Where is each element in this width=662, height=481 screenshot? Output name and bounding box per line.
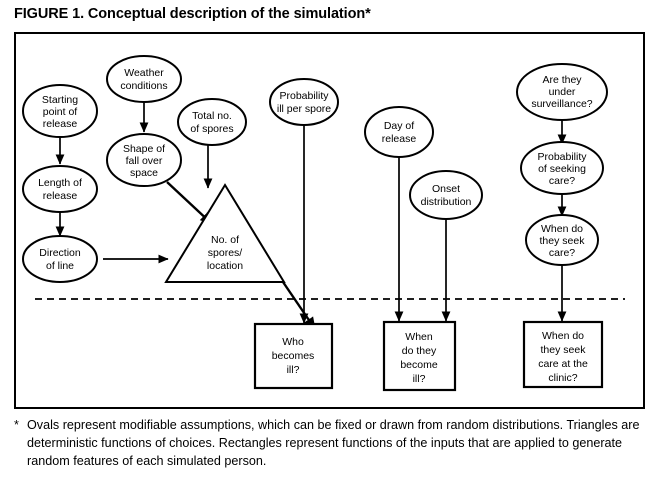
node-label-line3: location bbox=[207, 260, 243, 272]
node-label-line2: ill per spore bbox=[277, 103, 331, 115]
node-label-line2: release bbox=[43, 190, 78, 202]
node-when-do-they-become-ill[interactable]: When do they become ill? bbox=[382, 320, 457, 392]
diagram-frame: Starting point of release Length of rele… bbox=[14, 32, 645, 409]
node-label-line2: conditions bbox=[120, 80, 167, 92]
node-starting-point-of-release[interactable]: Starting point of release bbox=[22, 84, 98, 138]
node-label-line3: care? bbox=[549, 175, 575, 187]
node-total-no-of-spores[interactable]: Total no. of spores bbox=[177, 98, 247, 146]
node-length-of-release[interactable]: Length of release bbox=[22, 165, 98, 213]
edge-group bbox=[55, 102, 567, 330]
node-label-line1: Shape of bbox=[123, 143, 165, 155]
node-label-line2: distribution bbox=[421, 196, 472, 208]
edge-triangle-to-who-becomes-ill bbox=[282, 281, 316, 330]
node-shape-of-fall-over-space[interactable]: Shape of fall over space bbox=[106, 133, 182, 187]
node-label-line1: Probability bbox=[537, 151, 587, 163]
node-probability-ill-per-spore[interactable]: Probability ill per spore bbox=[269, 78, 339, 126]
node-who-becomes-ill[interactable]: Who becomes ill? bbox=[253, 322, 334, 390]
node-label-line2: do they bbox=[402, 345, 437, 357]
node-when-do-they-seek-care-at-the-clinic[interactable]: When do they seek care at the clinic? bbox=[522, 320, 604, 389]
footnote: * Ovals represent modifiable assumptions… bbox=[14, 417, 648, 471]
node-label-line1: Total no. bbox=[192, 110, 232, 122]
flowchart-svg: Starting point of release Length of rele… bbox=[22, 55, 625, 392]
node-label-line1: When do bbox=[541, 223, 583, 235]
node-label-line1: When do bbox=[542, 330, 584, 342]
node-onset-distribution[interactable]: Onset distribution bbox=[409, 170, 483, 220]
node-label-line2: fall over bbox=[126, 155, 163, 167]
node-label-line2: they seek bbox=[541, 344, 587, 356]
node-are-they-under-surveillance[interactable]: Are they under surveillance? bbox=[516, 63, 608, 121]
node-label-line3: ill? bbox=[287, 364, 300, 376]
footnote-marker: * bbox=[14, 418, 19, 432]
node-label-line1: Starting bbox=[42, 94, 78, 106]
node-label-line2: they seek bbox=[540, 235, 586, 247]
page-title: FIGURE 1. Conceptual description of the … bbox=[14, 6, 371, 22]
node-label-line2: becomes bbox=[272, 350, 315, 362]
node-label-line1: Probability bbox=[279, 90, 329, 102]
node-label-line4: clinic? bbox=[548, 372, 577, 384]
node-label-line2: spores/ bbox=[208, 247, 243, 259]
node-label-line1: Are they bbox=[542, 74, 582, 86]
footnote-text: Ovals represent modifiable assumptions, … bbox=[27, 418, 640, 468]
node-label-line1: Weather bbox=[124, 67, 164, 79]
node-label-line3: become bbox=[400, 359, 438, 371]
node-label-line2: point of bbox=[43, 106, 78, 118]
node-label-line4: ill? bbox=[413, 373, 426, 385]
node-label-line2: of seeking bbox=[538, 163, 586, 175]
node-label-line3: surveillance? bbox=[531, 98, 592, 110]
node-label-line1: No. of bbox=[211, 234, 239, 246]
node-no-of-spores-location[interactable]: No. of spores/ location bbox=[164, 183, 286, 283]
node-label-line1: Length of bbox=[38, 177, 82, 189]
node-label-line2: release bbox=[382, 133, 417, 145]
node-label-line3: release bbox=[43, 118, 78, 130]
node-label-line3: space bbox=[130, 167, 158, 179]
node-when-do-they-seek-care[interactable]: When do they seek care? bbox=[525, 214, 599, 266]
node-label-line2: of spores bbox=[190, 123, 233, 135]
node-label-line1: Who bbox=[282, 336, 304, 348]
node-label-line1: When bbox=[405, 331, 433, 343]
node-label-line3: care at the bbox=[538, 358, 588, 370]
node-label-line2: of line bbox=[46, 260, 74, 272]
node-label-line1: Day of bbox=[384, 120, 414, 132]
node-day-of-release[interactable]: Day of release bbox=[364, 106, 434, 158]
node-label-line2: under bbox=[549, 86, 576, 98]
node-label-line1: Onset bbox=[432, 183, 460, 195]
node-label-line1: Direction bbox=[39, 247, 81, 259]
node-direction-of-line[interactable]: Direction of line bbox=[22, 235, 98, 283]
node-probability-of-seeking-care[interactable]: Probability of seeking care? bbox=[520, 141, 604, 195]
node-weather-conditions[interactable]: Weather conditions bbox=[106, 55, 182, 103]
node-label-line3: care? bbox=[549, 247, 575, 259]
